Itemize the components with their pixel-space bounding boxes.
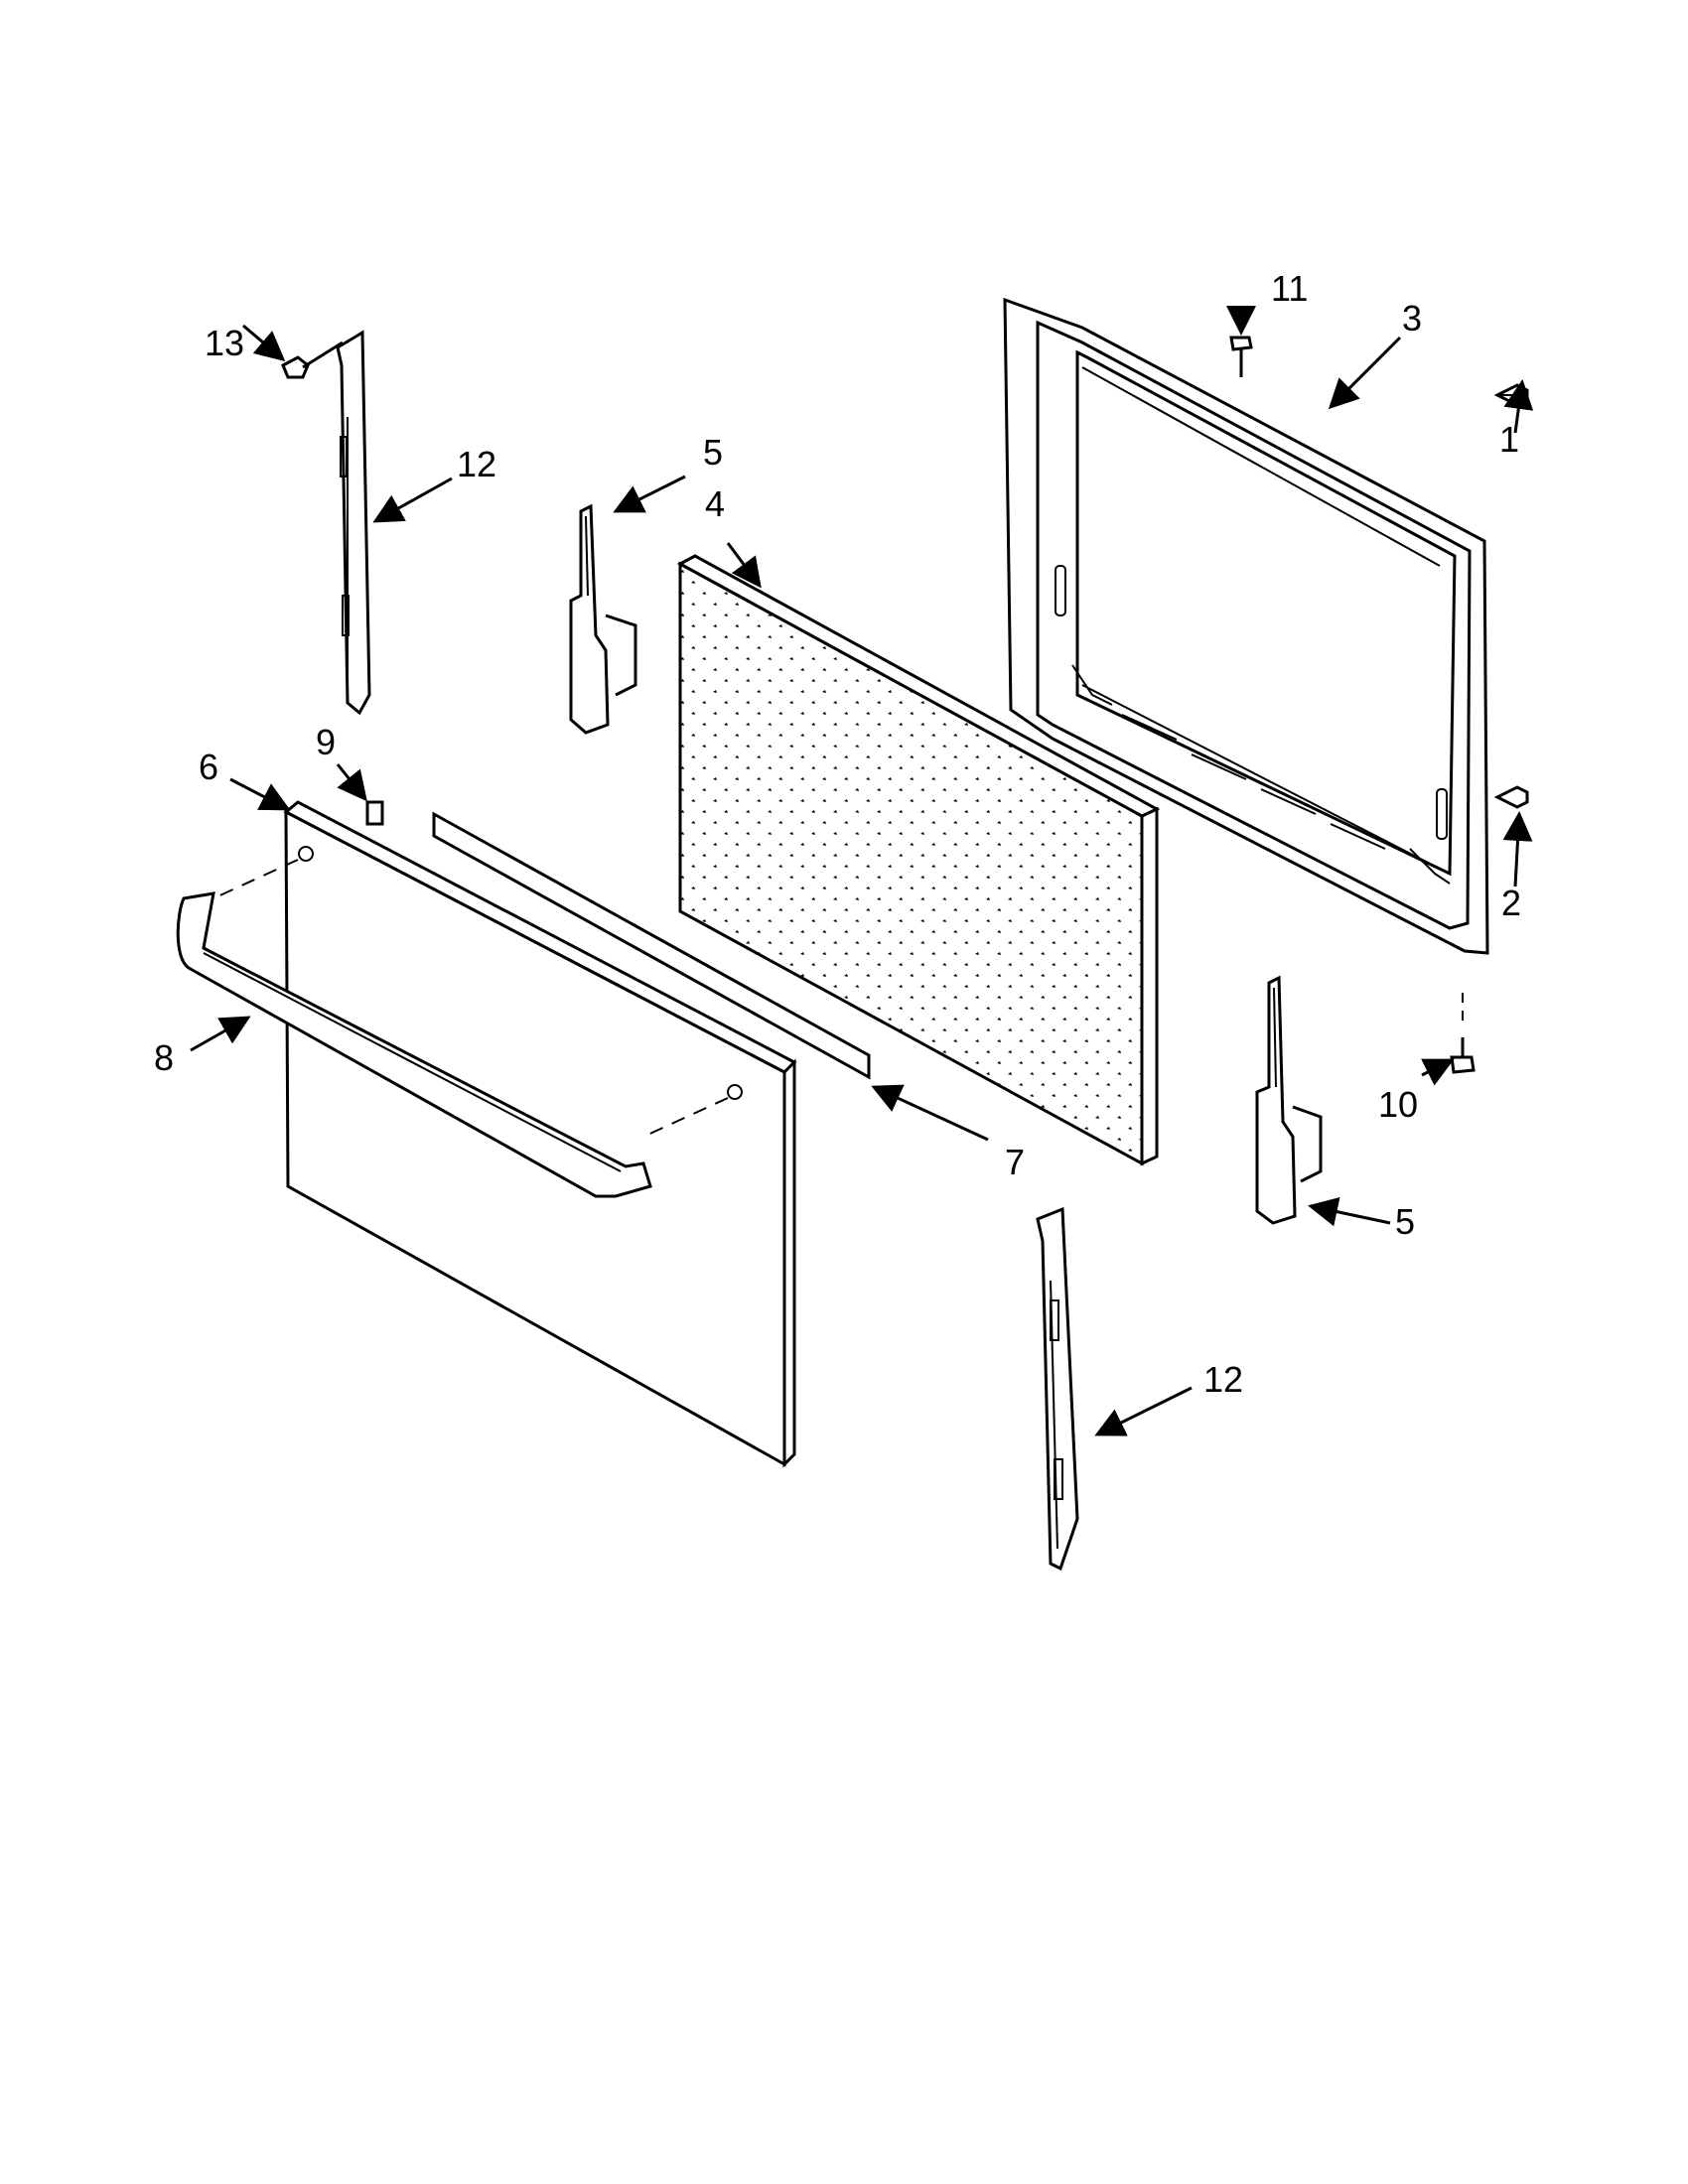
callout-9: 9 (316, 722, 336, 762)
callout-2: 2 (1501, 883, 1521, 923)
callout-3: 3 (1402, 298, 1422, 339)
callout-4: 4 (705, 483, 725, 524)
screw-2 (1493, 785, 1529, 809)
screw-11 (1229, 336, 1253, 377)
leader-lines (190, 306, 1534, 1436)
insulation-panel (676, 554, 1161, 1166)
callout-12-upper: 12 (457, 444, 496, 484)
slide-lower (1036, 1206, 1079, 1571)
hinge-upper (569, 503, 637, 735)
clip-9 (365, 800, 384, 826)
slide-upper (336, 330, 371, 716)
door-frame (1003, 297, 1489, 955)
callout-1: 1 (1499, 419, 1519, 460)
hinge-lower (1255, 975, 1323, 1225)
callout-5-upper: 5 (703, 432, 723, 473)
seal-strip (432, 811, 871, 1080)
callout-11: 11 (1271, 268, 1308, 309)
callout-6: 6 (199, 747, 218, 787)
callout-7: 7 (1005, 1142, 1025, 1182)
callout-5-lower: 5 (1395, 1201, 1415, 1242)
screw-10 (1450, 993, 1476, 1074)
callout-12-lower: 12 (1203, 1359, 1243, 1400)
callout-10: 10 (1378, 1084, 1418, 1125)
callout-13: 13 (205, 323, 244, 363)
screw-13 (281, 341, 344, 379)
callout-8: 8 (154, 1037, 174, 1078)
door-handle (176, 891, 652, 1198)
